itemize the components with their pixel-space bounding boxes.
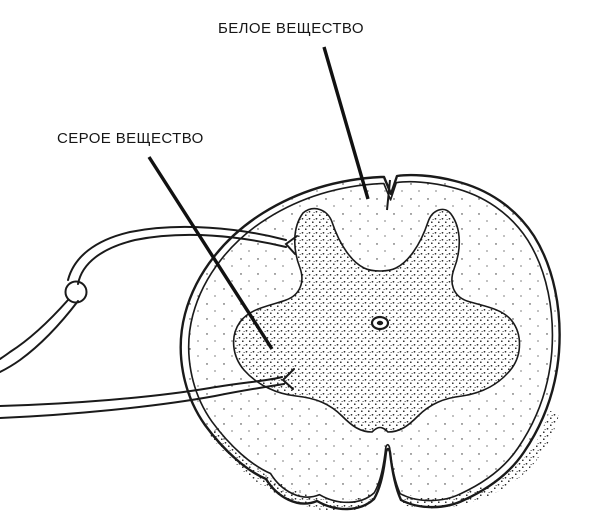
spinal-cord-inner-outline bbox=[187, 180, 554, 504]
ventral-root-fork bbox=[281, 368, 295, 390]
ventral-root-lower-line bbox=[0, 383, 285, 419]
gray-matter-pointer-line bbox=[147, 156, 274, 350]
white-matter-pointer-line bbox=[322, 46, 370, 200]
bottom-rim-stipple-right bbox=[400, 410, 560, 509]
afferent-fiber-line-b bbox=[0, 300, 79, 373]
label-gray-matter: СЕРОЕ ВЕЩЕСТВО bbox=[57, 130, 204, 147]
central-canal-lumen bbox=[376, 320, 384, 326]
bottom-rim-stipple-left bbox=[208, 426, 375, 512]
spinal-nerve-roots bbox=[0, 225, 298, 419]
label-white-matter: БЕЛОЕ ВЕЩЕСТВО bbox=[218, 20, 364, 37]
dorsal-root-fork bbox=[284, 235, 298, 255]
dorsal-median-sulcus-line bbox=[386, 179, 391, 211]
dorsal-root-lower-line bbox=[77, 233, 287, 285]
dorsal-root-upper-line bbox=[67, 225, 287, 281]
ventral-root-upper-line bbox=[0, 376, 283, 407]
afferent-fiber-line-a bbox=[0, 299, 69, 360]
